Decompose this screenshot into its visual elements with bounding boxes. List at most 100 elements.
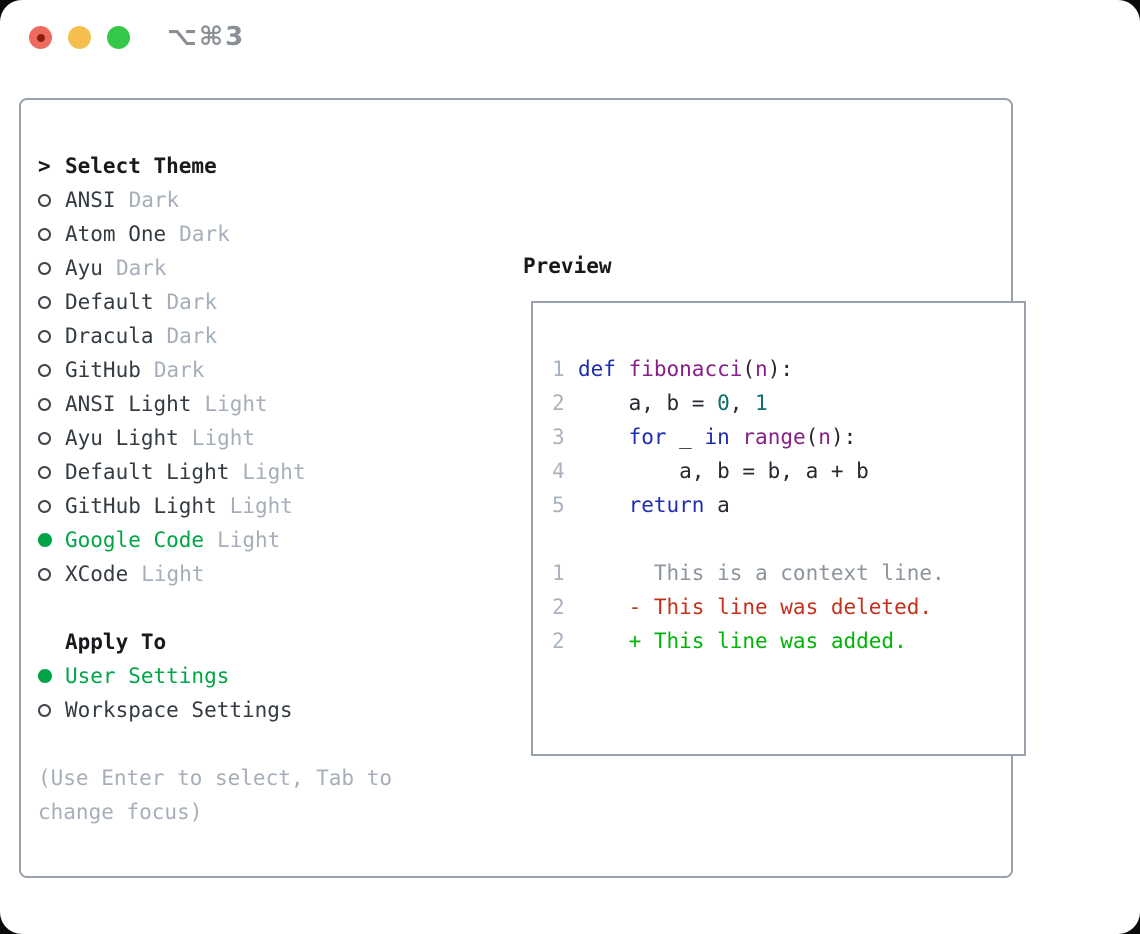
theme-variant-label: Light (204, 392, 268, 416)
radio-icon (38, 329, 51, 343)
code-token: in (704, 425, 730, 449)
code-token: return (628, 493, 705, 517)
theme-variant-label: Dark (166, 324, 218, 348)
radio-selected-icon (38, 669, 52, 683)
radio-icon (38, 397, 51, 411)
code-token: - This line was deleted. (578, 595, 933, 619)
option-label: Default (65, 290, 154, 314)
code-token: a, b = b, a + b (578, 459, 869, 483)
theme-item-github[interactable]: GitHub Dark (38, 353, 392, 387)
code-token: range (742, 425, 806, 449)
code-line: 2 + This line was added. (552, 624, 1024, 658)
option-label: User Settings (65, 664, 230, 688)
close-dot-icon (36, 33, 45, 42)
line-number: 1 (552, 357, 565, 381)
theme-list-header: > Select Theme (38, 149, 392, 183)
line-number: 3 (552, 425, 565, 449)
code-token: n (755, 357, 768, 381)
apply-to-header: Apply To (38, 625, 392, 659)
option-label: ANSI (65, 188, 116, 212)
option-label: Default Light (65, 460, 230, 484)
code-token: 0 (717, 391, 730, 415)
radio-icon (38, 465, 51, 479)
theme-variant-label: Dark (115, 256, 167, 280)
code-token: This is a context line. (578, 561, 945, 585)
theme-variant-label: Dark (153, 358, 205, 382)
titlebar (29, 26, 130, 49)
code-token: a, b = (578, 391, 718, 415)
option-label: Workspace Settings (65, 698, 293, 722)
code-token: _ (666, 425, 705, 449)
option-label: GitHub (65, 358, 141, 382)
code-token: 1 (755, 391, 768, 415)
theme-variant-label: Light (217, 528, 281, 552)
radio-icon (38, 295, 51, 309)
code-token: n (818, 425, 831, 449)
code-line: 2 a, b = 0, 1 (552, 386, 1024, 420)
zoom-button-icon[interactable] (107, 26, 130, 49)
code-token: fibonacci (628, 357, 743, 381)
radio-icon (38, 363, 51, 377)
apply-option-workspace-settings[interactable]: Workspace Settings (38, 693, 392, 727)
minimize-button-icon[interactable] (68, 26, 91, 49)
radio-icon (38, 703, 51, 717)
theme-variant-label: Light (229, 494, 293, 518)
radio-icon (38, 261, 51, 275)
code-token: for (628, 425, 667, 449)
code-token: + This line was added. (578, 629, 907, 653)
theme-list-title: Select Theme (65, 154, 217, 178)
line-number: 2 (552, 629, 565, 653)
option-label: ANSI Light (65, 392, 192, 416)
line-number: 2 (552, 595, 565, 619)
theme-variant-label: Light (191, 426, 256, 450)
option-label: Dracula (65, 324, 154, 348)
line-number: 5 (552, 493, 565, 517)
theme-variant-label: Dark (179, 222, 230, 246)
code-token: , (729, 391, 756, 415)
code-line: 4 a, b = b, a + b (552, 454, 1024, 488)
code-token: ( (805, 425, 819, 449)
theme-item-dracula[interactable]: Dracula Dark (38, 319, 392, 353)
option-label: Ayu Light (65, 426, 179, 450)
theme-item-atom-one[interactable]: Atom One Dark (38, 217, 392, 251)
code-token (616, 357, 629, 381)
code-token: ): (830, 425, 857, 449)
code-token: def (578, 357, 616, 381)
code-token: ( (742, 357, 756, 381)
option-label: Atom One (65, 222, 167, 246)
cursor-arrow-icon: > (38, 154, 51, 178)
hint-line: (Use Enter to select, Tab to (38, 766, 393, 790)
radio-icon (38, 567, 51, 581)
apply-to-title: Apply To (65, 630, 167, 654)
apply-option-user-settings[interactable]: User Settings (38, 659, 392, 693)
code-token (578, 425, 629, 449)
theme-variant-label: Light (242, 460, 306, 484)
theme-item-github-light[interactable]: GitHub Light Light (38, 489, 392, 523)
radio-icon (38, 227, 51, 241)
line-number: 4 (552, 459, 565, 483)
code-token: a (704, 493, 730, 517)
option-label: GitHub Light (65, 494, 217, 518)
line-number: 1 (552, 561, 565, 585)
radio-icon (38, 431, 51, 445)
line-number: 2 (552, 391, 565, 415)
theme-item-ansi-light[interactable]: ANSI Light Light (38, 387, 392, 421)
theme-item-ayu-light[interactable]: Ayu Light Light (38, 421, 392, 455)
theme-item-default-light[interactable]: Default Light Light (38, 455, 392, 489)
code-line (552, 522, 1024, 556)
code-line: 1 def fibonacci(n): (552, 352, 1024, 386)
code-token: ): (767, 357, 793, 381)
close-button-icon[interactable] (29, 26, 52, 49)
code-line: 2 - This line was deleted. (552, 590, 1024, 624)
spacer-row (38, 591, 392, 625)
